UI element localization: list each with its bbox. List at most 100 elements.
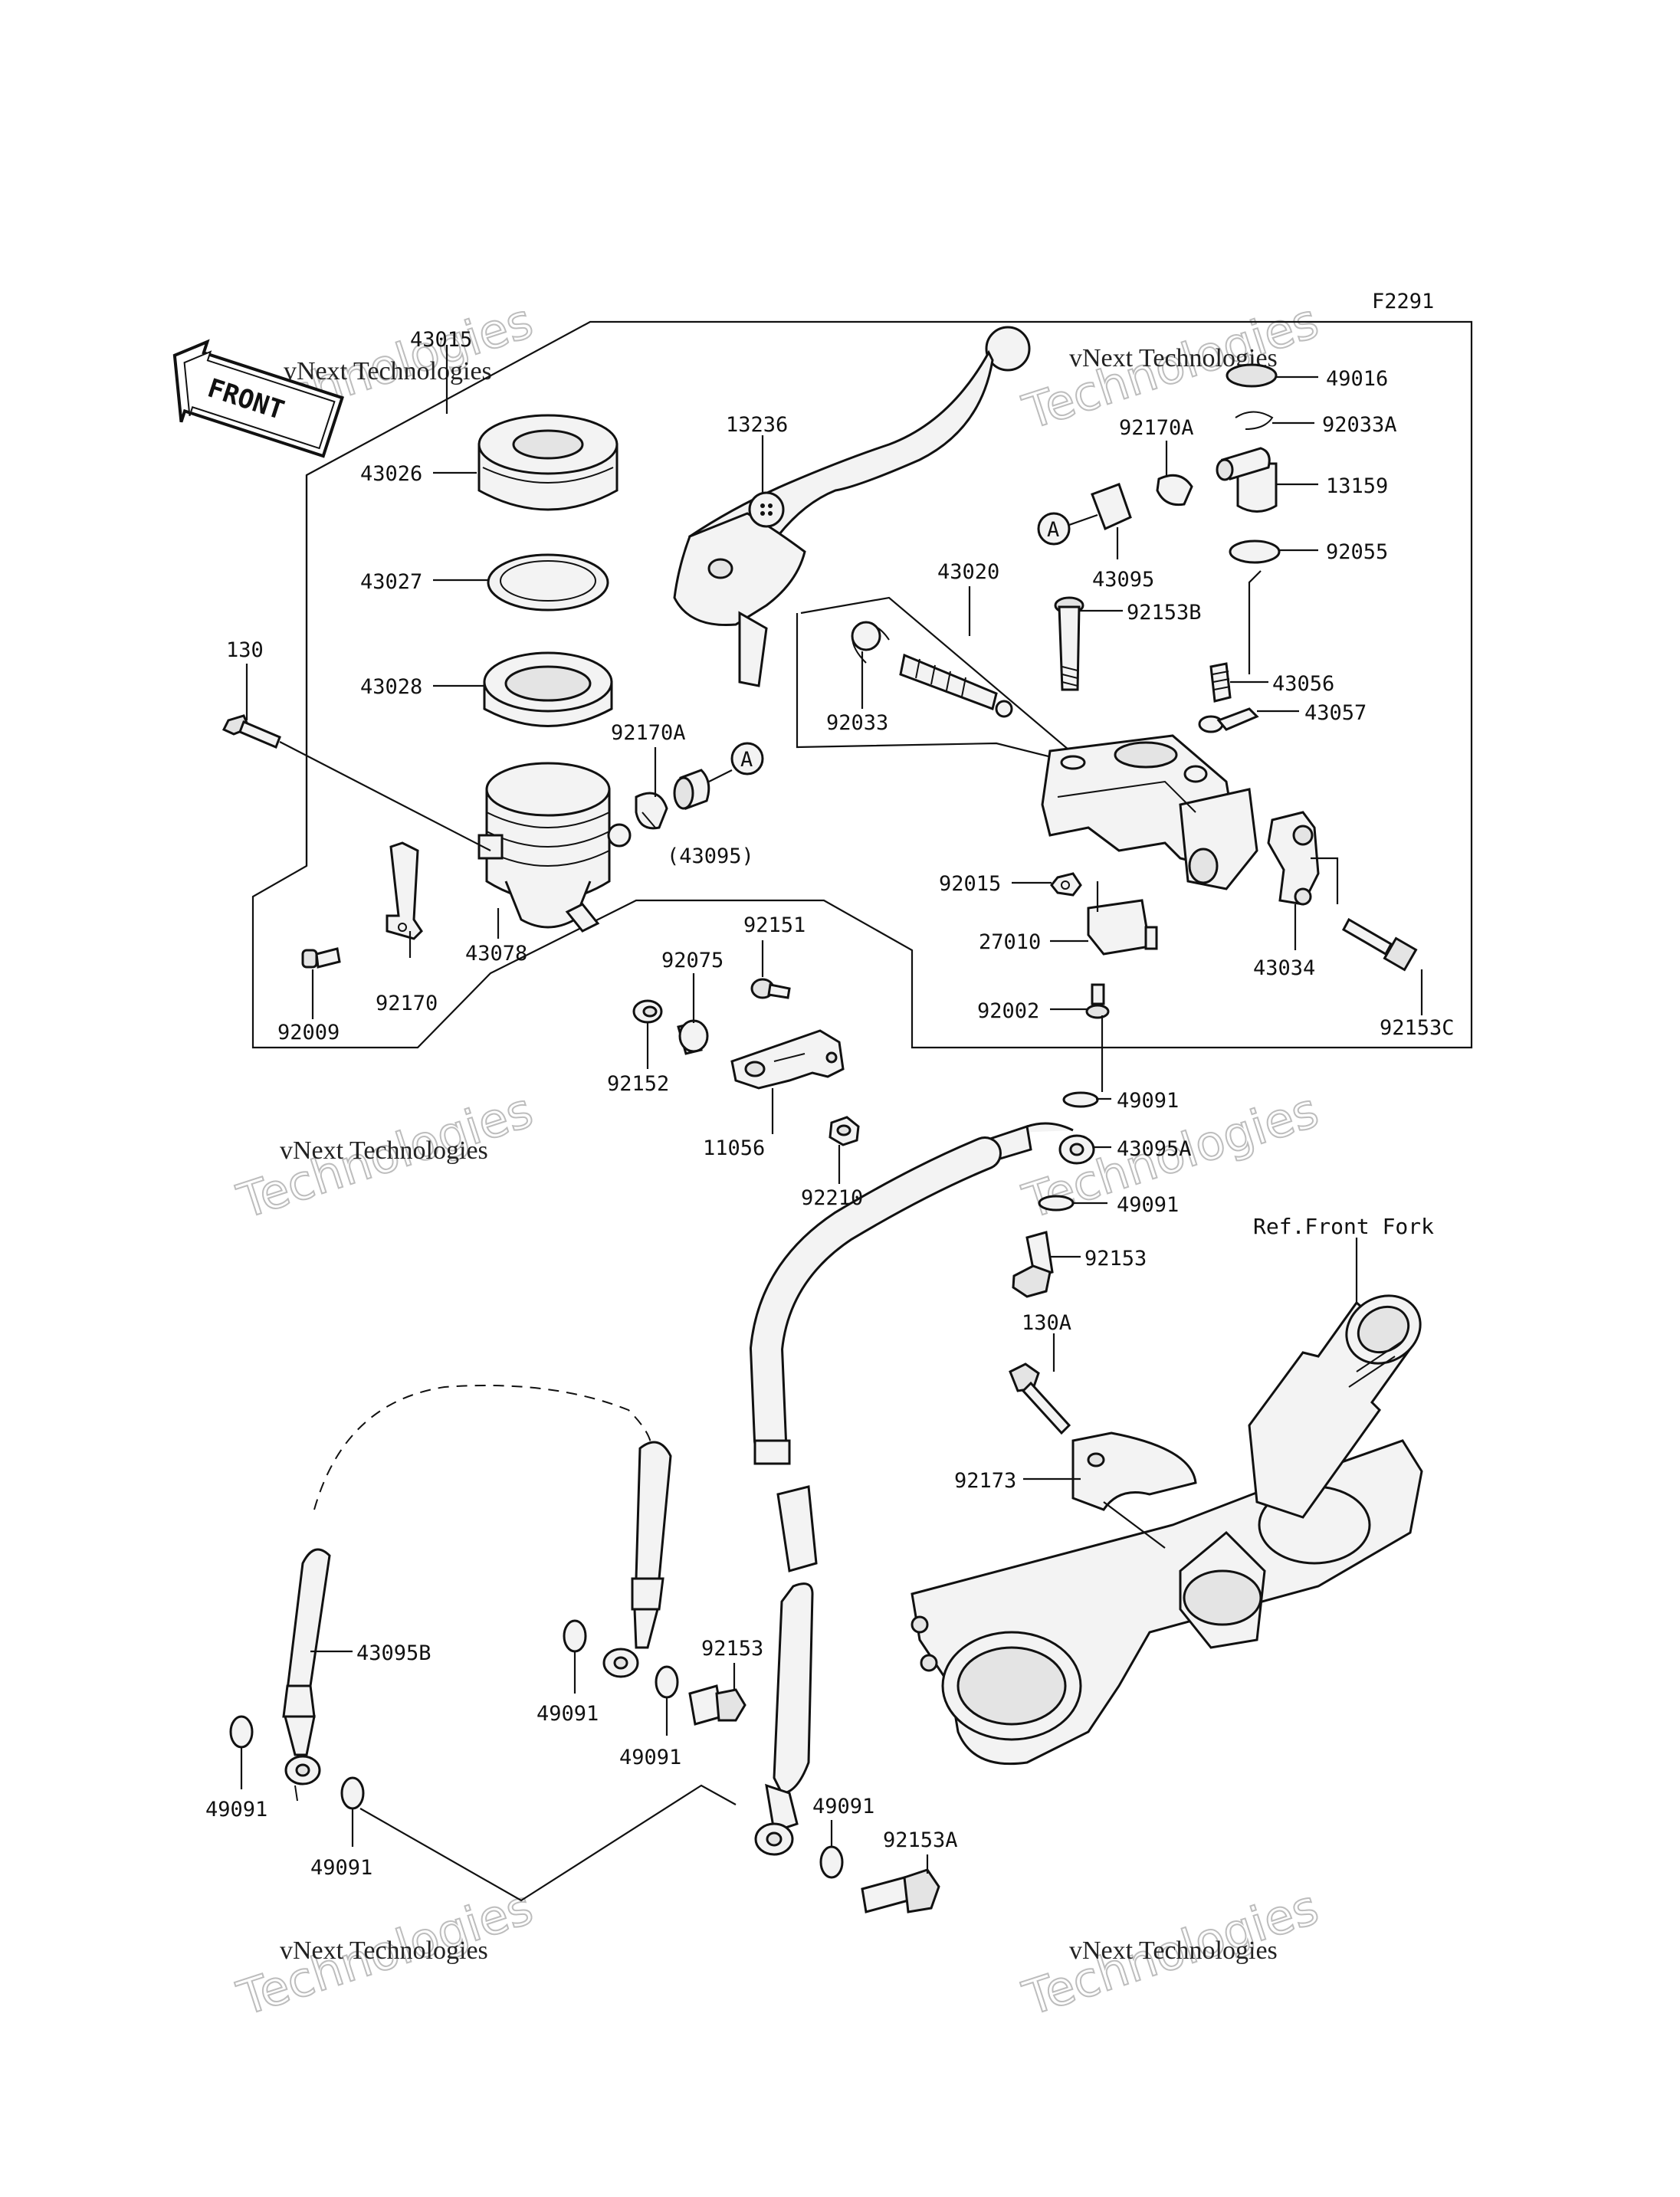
svg-text:A: A <box>740 748 753 772</box>
label-92002: 92002 <box>977 999 1039 1023</box>
bracket-11056-icon <box>730 1029 845 1090</box>
label-92033a: 92033A <box>1322 413 1397 437</box>
label-49016: 49016 <box>1326 367 1388 391</box>
label-ref-front-fork: Ref.Front Fork <box>1253 1214 1434 1239</box>
bleeder-valve <box>1209 662 1232 703</box>
label-92033: 92033 <box>826 711 888 735</box>
upper-brake-hose <box>749 1091 1099 1856</box>
label-49091-f: 49091 <box>310 1856 372 1880</box>
lower-brake-hose-left <box>282 1385 672 1802</box>
screw-92002 <box>1085 983 1110 1019</box>
brake-lever <box>673 326 1031 687</box>
circlip-92033a-icon <box>1235 411 1274 430</box>
label-92153a: 92153A <box>883 1828 958 1852</box>
bolt-130 <box>221 714 491 851</box>
diaphragm <box>483 651 613 727</box>
label-49091-c: 49091 <box>536 1702 599 1726</box>
o-ring-92055-icon <box>1229 539 1281 564</box>
label-43095: 43095 <box>1092 568 1154 592</box>
hose-clamp-92173 <box>1071 1431 1197 1511</box>
nut-92015 <box>1050 872 1082 897</box>
label-92170a-right: 92170A <box>1119 416 1194 440</box>
label-92210: 92210 <box>801 1186 863 1210</box>
pivot-bolt <box>1054 596 1084 691</box>
label-92151: 92151 <box>743 913 806 937</box>
hose-43095-icon <box>1091 483 1132 531</box>
upper-triple-clamp <box>911 1439 1423 1766</box>
watermark-mid-left: Technologies vNext Technologies <box>230 1081 540 1231</box>
label-43095a: 43095A <box>1117 1137 1192 1161</box>
bolt-130a <box>1009 1362 1071 1435</box>
piston-kit-group <box>796 596 1089 768</box>
lower-group-frame <box>359 1784 737 1902</box>
reservoir-body <box>477 762 632 933</box>
washer-49091-lower-icon <box>1038 1195 1075 1212</box>
label-92075: 92075 <box>661 949 724 972</box>
svg-text:vNext Technologies: vNext Technologies <box>284 357 492 385</box>
screw-92151-icon <box>750 978 791 999</box>
grommet-92075-icon <box>677 1019 709 1055</box>
assembly-frame <box>251 320 1473 1049</box>
leader-lines <box>240 345 1423 1874</box>
master-cylinder-body <box>1041 734 1258 890</box>
screw-92009 <box>301 947 341 969</box>
washer-49091-upper-icon <box>1062 1091 1099 1108</box>
label-92153b: 92153B <box>1127 601 1202 625</box>
label-43020: 43020 <box>937 560 999 584</box>
watermark-bottom-right: Technologies vNext Technologies <box>1016 1878 1325 2028</box>
label-130a: 130A <box>1022 1311 1071 1335</box>
bracket-92170 <box>386 841 423 940</box>
label-130: 130 <box>226 638 264 662</box>
label-43027: 43027 <box>360 570 422 594</box>
label-92173: 92173 <box>954 1469 1016 1493</box>
label-49091-e: 49091 <box>205 1798 267 1822</box>
label-43015: 43015 <box>410 328 472 352</box>
bolt-92153c <box>1341 917 1418 972</box>
watermark-bottom-left: Technologies vNext Technologies <box>230 1878 540 2028</box>
banjo-bolt-92153a <box>861 1868 940 1913</box>
svg-text:vNext Technologies: vNext Technologies <box>1069 1936 1278 1965</box>
circle-ref-a-left: A <box>708 742 764 782</box>
label-92153-lower: 92153 <box>701 1637 763 1661</box>
svg-text:vNext Technologies: vNext Technologies <box>280 1936 488 1965</box>
top-fittings: A <box>1037 363 1281 564</box>
label-43026: 43026 <box>360 462 422 486</box>
label-49091-d: 49091 <box>619 1746 681 1769</box>
diaphragm-plate <box>487 553 609 612</box>
label-43028: 43028 <box>360 675 422 699</box>
svg-text:A: A <box>1047 518 1059 542</box>
label-43095-paren: (43095) <box>667 844 754 868</box>
fork-tube <box>1248 1294 1422 1519</box>
reservoir-cap <box>477 414 619 511</box>
label-92170: 92170 <box>376 992 438 1015</box>
label-49091-a: 49091 <box>1117 1089 1179 1113</box>
label-49091-b: 49091 <box>1117 1193 1179 1217</box>
label-92170a-left: 92170A <box>611 721 686 745</box>
label-11056: 11056 <box>703 1136 765 1160</box>
hose-clamp-left <box>635 792 668 830</box>
hose-piece-left <box>673 769 710 811</box>
label-13236: 13236 <box>726 413 788 437</box>
label-49091-g: 49091 <box>812 1795 874 1818</box>
svg-text:vNext Technologies: vNext Technologies <box>280 1136 488 1165</box>
label-27010: 27010 <box>979 930 1041 954</box>
label-43095b: 43095B <box>356 1641 431 1665</box>
label-92009: 92009 <box>277 1021 340 1044</box>
label-92152: 92152 <box>607 1072 669 1096</box>
label-43034: 43034 <box>1253 956 1315 980</box>
label-13159: 13159 <box>1326 474 1388 498</box>
front-arrow-icon: FRONT <box>172 339 345 458</box>
nut-92210-icon <box>829 1116 860 1146</box>
clamp-holder <box>1267 811 1320 906</box>
small-parts-lower <box>632 978 860 1146</box>
circle-ref-a-right: A <box>1037 512 1098 546</box>
banjo-bolt-92153-lower <box>688 1684 746 1726</box>
label-92055: 92055 <box>1326 540 1388 564</box>
label-43056: 43056 <box>1272 672 1334 696</box>
diagram-code: F2291 <box>1372 290 1434 313</box>
label-92015: 92015 <box>939 872 1001 896</box>
label-92153: 92153 <box>1084 1247 1147 1271</box>
cap-49016-icon <box>1226 363 1278 388</box>
part-labels: 43015 43026 43027 43028 130 92170A (4309… <box>205 328 1455 1880</box>
